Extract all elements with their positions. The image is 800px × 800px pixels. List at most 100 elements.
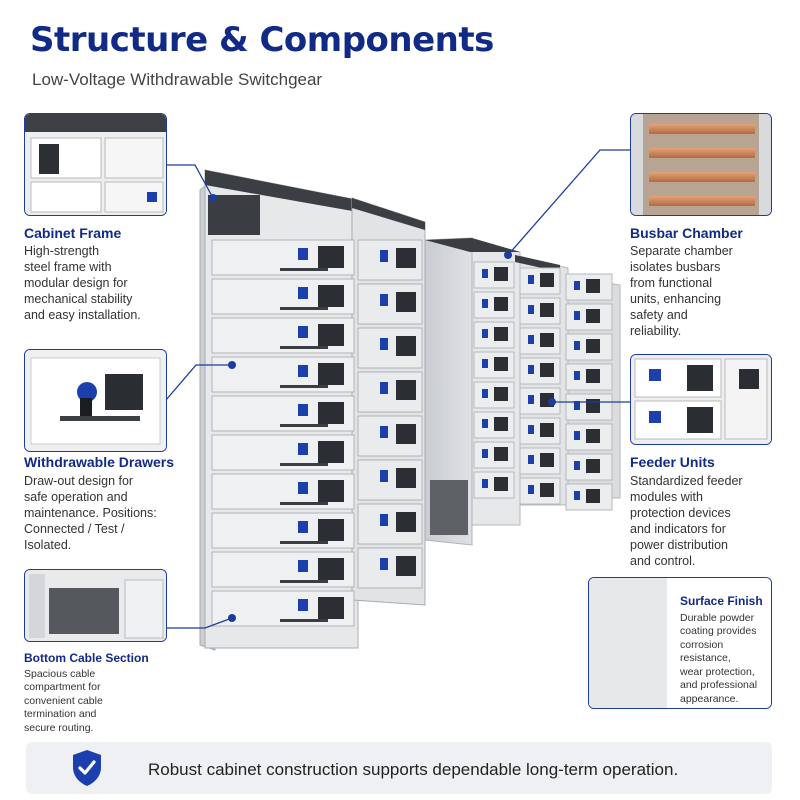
drawer-window [494,387,508,401]
drawer-handle [298,248,308,260]
drawer-window [494,267,508,281]
drawer-window [586,489,600,503]
thumb-surface-finish [588,577,772,709]
drawer-handle [380,426,388,438]
drawer-handle [528,365,534,374]
drawer-window [540,363,554,377]
drawer-bar [280,619,328,622]
drawer-handle [528,305,534,314]
drawer-window [494,477,508,491]
drawer-handle [380,514,388,526]
desc-line: termination and [24,708,97,721]
drawer-handle [380,294,388,306]
drawer-window [396,468,416,488]
leader-dot-withdrawable-drawers [228,361,236,369]
desc-withdrawable-drawers: Draw-out design for safe operation and m… [24,473,184,553]
desc-line: Spacious cable [24,668,96,680]
drawer-bar [280,463,328,466]
desc-line: Isolated. [24,538,72,552]
drawer-window [396,556,416,576]
drawer-window [494,447,508,461]
drawer-window [396,336,416,356]
drawer-window [396,380,416,400]
drawer-window [494,297,508,311]
drawer-handle [528,425,534,434]
desc-line: safety and [630,308,688,322]
desc-line: and professional [680,679,758,692]
drawer-handle [298,326,308,338]
drawer-window [586,279,600,293]
leader-busbar [507,149,630,256]
drawer-handle [528,335,534,344]
desc-line: compartment for [24,681,101,694]
desc-surface-finish: Durable powder coating provides corrosio… [680,612,770,706]
shield-check-icon [73,750,101,786]
desc-line: and control. [630,554,696,568]
drawer-handle [482,419,488,428]
drawer-handle [574,461,580,470]
drawer-handle [298,365,308,377]
desc-line: secure routing. [24,721,94,734]
drawer-handle [298,599,308,611]
leader-dot-feeder [548,398,556,406]
leader-bottom-cable [166,617,233,629]
drawer-handle [298,521,308,533]
drawer-handle [574,491,580,500]
leader-dot-bottom-cable [228,614,236,622]
drawer-window [540,453,554,467]
desc-line: Durable powder [680,612,755,624]
desc-line: Draw-out design for [24,474,134,488]
desc-line: reliability. [630,324,682,338]
drawer-window [540,483,554,497]
drawer-window [540,423,554,437]
leader-cabinet-frame [166,164,214,199]
desc-line: power distribution [630,538,728,552]
label-withdrawable-drawers: Withdrawable Drawers [24,454,175,470]
desc-line: Standardized feeder [630,474,743,488]
drawer-window [396,248,416,268]
drawer-bar [280,424,328,427]
drawer-handle [528,485,534,494]
drawer-window [318,480,344,502]
desc-line: coating provides [680,625,757,638]
drawer-window [396,424,416,444]
thumb-busbar-chamber [630,113,772,216]
drawer-handle [380,470,388,482]
drawer-window [318,558,344,580]
drawer-front [565,333,613,361]
drawer-window [396,512,416,532]
footer-banner [26,742,772,794]
label-surface-finish: Surface Finish [680,594,763,608]
label-bottom-cable-section: Bottom Cable Section [24,651,149,665]
drawer-handle [298,287,308,299]
drawer-window [540,303,554,317]
drawer-window [586,459,600,473]
drawer-window [494,357,508,371]
drawer-handle [380,382,388,394]
desc-line: modules with [630,490,703,504]
thumb-feeder-units [630,354,772,445]
drawer-handle [482,359,488,368]
drawer-bar [280,307,328,310]
drawer-handle [380,250,388,262]
drawer-bar [280,268,328,271]
drawer-handle [298,482,308,494]
desc-line: modular design for [24,276,128,290]
drawer-handle [528,395,534,404]
drawer-handle [482,389,488,398]
drawer-bar [280,541,328,544]
drawer-window [586,369,600,383]
drawer-handle [528,455,534,464]
drawer-window [540,333,554,347]
drawer-window [586,429,600,443]
desc-line: convenient cable [24,694,103,707]
label-feeder-units: Feeder Units [630,454,715,470]
desc-line: maintenance. Positions: [24,506,157,520]
drawer-bar [280,580,328,583]
drawer-handle [482,479,488,488]
drawer-bar [280,346,328,349]
desc-line: and indicators for [630,522,726,536]
desc-line: Connected / Test / [24,522,125,536]
page-title: Structure & Components [30,20,494,60]
desc-line: units, enhancing [630,292,722,306]
